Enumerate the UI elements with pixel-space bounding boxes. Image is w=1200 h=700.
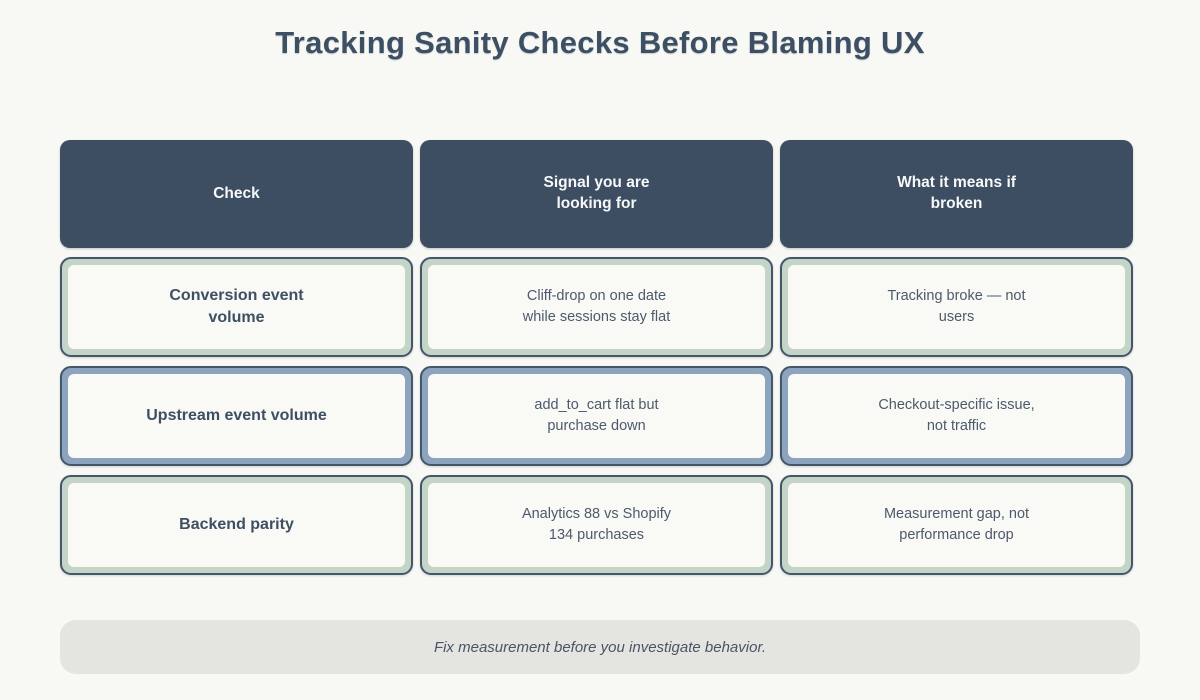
page-title: Tracking Sanity Checks Before Blaming UX <box>275 25 925 60</box>
table-row-1-check-cell: Conversion event volume <box>60 257 413 357</box>
table-row-3-meaning-cell: Measurement gap, not performance drop <box>780 475 1133 575</box>
signal-label: Cliff-drop on one date while sessions st… <box>428 265 765 349</box>
check-label: Upstream event volume <box>68 374 405 458</box>
table-row-3-signal-cell: Analytics 88 vs Shopify 134 purchases <box>420 475 773 575</box>
signal-label: Analytics 88 vs Shopify 134 purchases <box>428 483 765 567</box>
check-label: Conversion event volume <box>68 265 405 349</box>
header-cell-meaning: What it means if broken <box>780 140 1133 248</box>
meaning-label: Measurement gap, not performance drop <box>788 483 1125 567</box>
table-row-1-signal-cell: Cliff-drop on one date while sessions st… <box>420 257 773 357</box>
header-cell-signal: Signal you are looking for <box>420 140 773 248</box>
table-row-1-meaning-cell: Tracking broke — not users <box>780 257 1133 357</box>
meaning-label: Tracking broke — not users <box>788 265 1125 349</box>
signal-label: add_to_cart flat but purchase down <box>428 374 765 458</box>
check-label: Backend parity <box>68 483 405 567</box>
table-row-2-signal-cell: add_to_cart flat but purchase down <box>420 366 773 466</box>
table-row-2-meaning-cell: Checkout-specific issue, not traffic <box>780 366 1133 466</box>
sanity-checks-table: Check Signal you are looking for What it… <box>60 140 1133 575</box>
header-cell-check: Check <box>60 140 413 248</box>
table-row-3-check-cell: Backend parity <box>60 475 413 575</box>
footer-note: Fix measurement before you investigate b… <box>60 620 1140 674</box>
table-row-2-check-cell: Upstream event volume <box>60 366 413 466</box>
meaning-label: Checkout-specific issue, not traffic <box>788 374 1125 458</box>
